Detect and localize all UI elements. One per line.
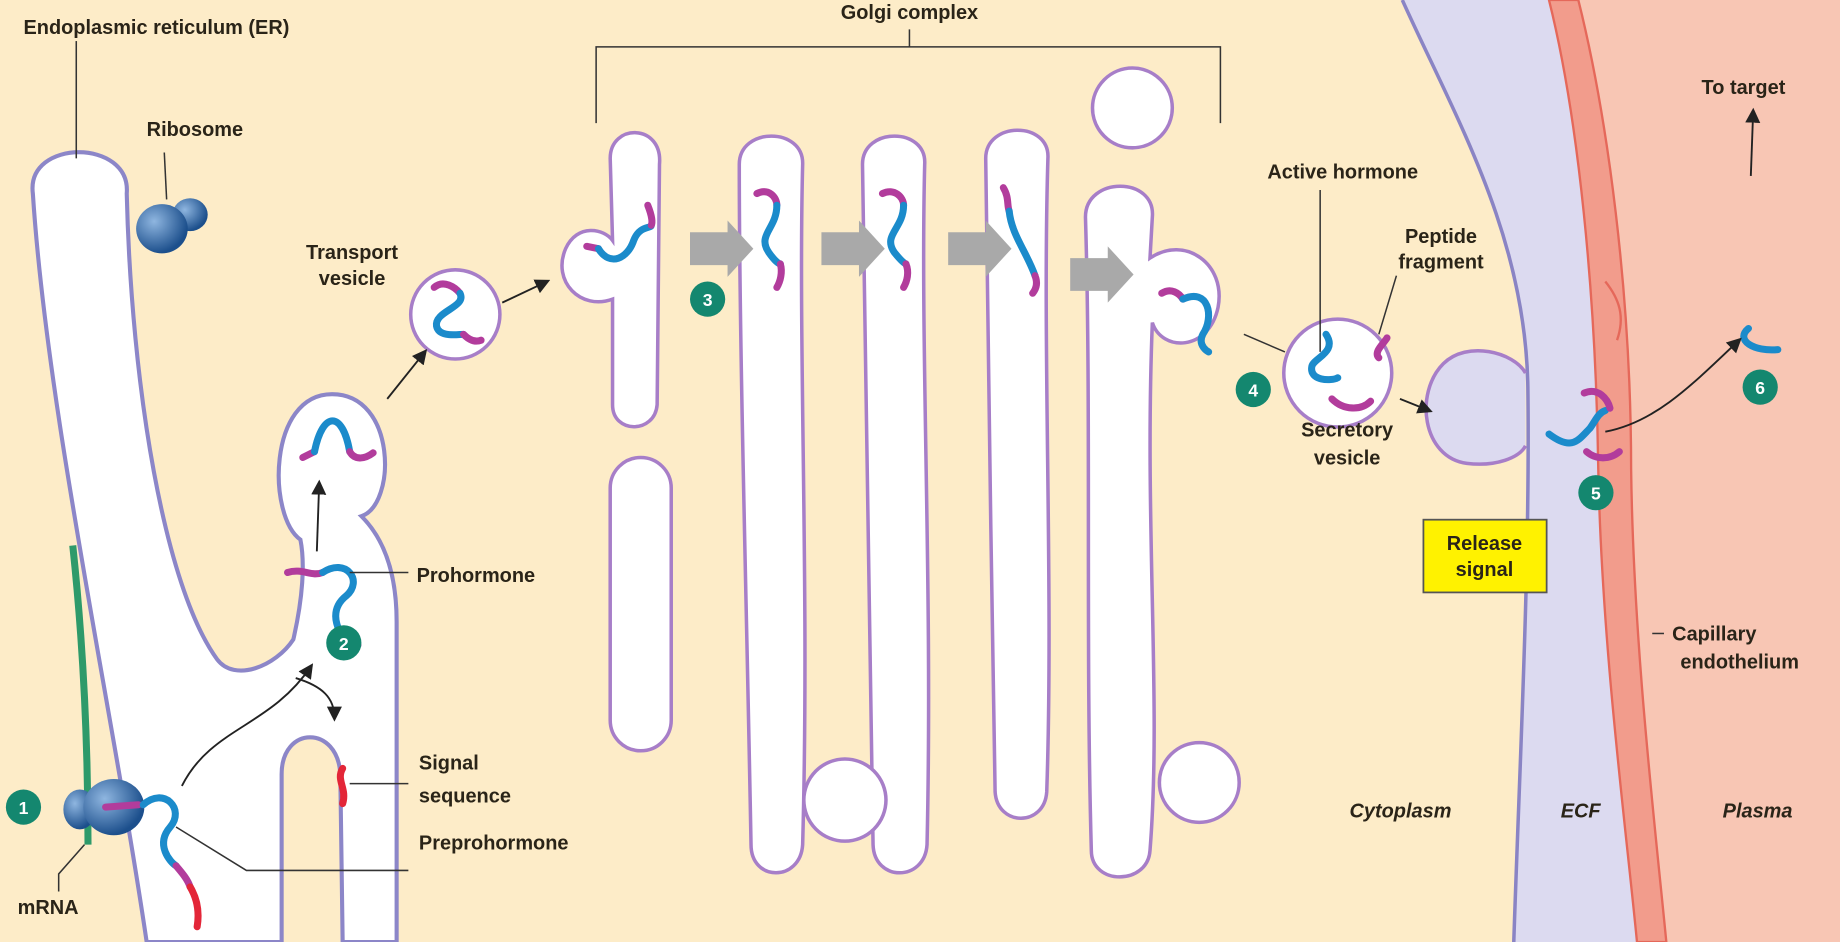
endothelial-junction [1604, 280, 1622, 341]
svg-text:6: 6 [1755, 378, 1765, 398]
cytoplasm-label: Cytoplasm [1349, 801, 1451, 823]
svg-text:4: 4 [1248, 381, 1258, 401]
golgi-prohormones [583, 184, 1213, 356]
er-label: Endoplasmic reticulum (ER) [23, 17, 289, 39]
golgi-complex [560, 66, 1241, 879]
flow-arrow [1070, 246, 1134, 303]
prohormone-label: Prohormone [417, 565, 536, 587]
step-badge-1: 1 [5, 789, 42, 825]
link-golgi-secretory [1243, 333, 1286, 353]
signal-sequence-fragment [336, 764, 348, 808]
arrow-to-golgi [501, 279, 551, 304]
svg-text:3: 3 [703, 290, 713, 310]
step-badge-5: 5 [1578, 475, 1614, 511]
transport-vesicle [408, 268, 502, 361]
step-badge-6: 6 [1742, 369, 1778, 405]
golgi-label: Golgi complex [841, 2, 978, 24]
ecf-region [1402, 0, 1637, 942]
secretory-vesicle [1282, 317, 1394, 429]
capillary-endothelium [1547, 0, 1668, 942]
to-target-label: To target [1702, 77, 1786, 99]
step-badge-3: 3 [690, 281, 726, 317]
plasma-label: Plasma [1723, 801, 1793, 823]
exocytosis-vesicle [1424, 349, 1528, 466]
arrow-to-target [1745, 107, 1761, 176]
ribosome-label: Ribosome [147, 119, 243, 141]
arrow-to-membrane [1399, 397, 1433, 414]
ribosome-icon [136, 198, 208, 254]
ecf-label: ECF [1561, 801, 1602, 823]
arrow-bud [311, 479, 327, 552]
flow-arrow [690, 220, 754, 277]
flow-arrow [948, 220, 1012, 277]
arrow-er-to-prohormone [181, 663, 314, 787]
flow-arrow [821, 220, 885, 277]
svg-text:1: 1 [19, 798, 29, 818]
svg-text:2: 2 [339, 634, 349, 654]
secretory-contents [1308, 330, 1391, 412]
bud-prohormone [299, 417, 377, 462]
arrow-to-transport [386, 348, 428, 400]
step-badge-4: 4 [1235, 371, 1271, 408]
active-hormone-label: Active hormone [1267, 161, 1418, 183]
transport-prohormone [430, 280, 485, 345]
arrow-to-plasma [1605, 337, 1742, 433]
released-hormone [1545, 324, 1782, 462]
cell-membrane [1400, 0, 1530, 942]
endoplasmic-reticulum [30, 150, 399, 942]
svg-text:5: 5 [1591, 484, 1601, 504]
preprohormone-label: Preprohormone [419, 832, 569, 854]
arrow-signal-cleave [295, 677, 342, 722]
preprohormone-chain [102, 794, 202, 931]
mrna-label: mRNA [18, 897, 79, 919]
step-badge-2: 2 [326, 625, 362, 661]
